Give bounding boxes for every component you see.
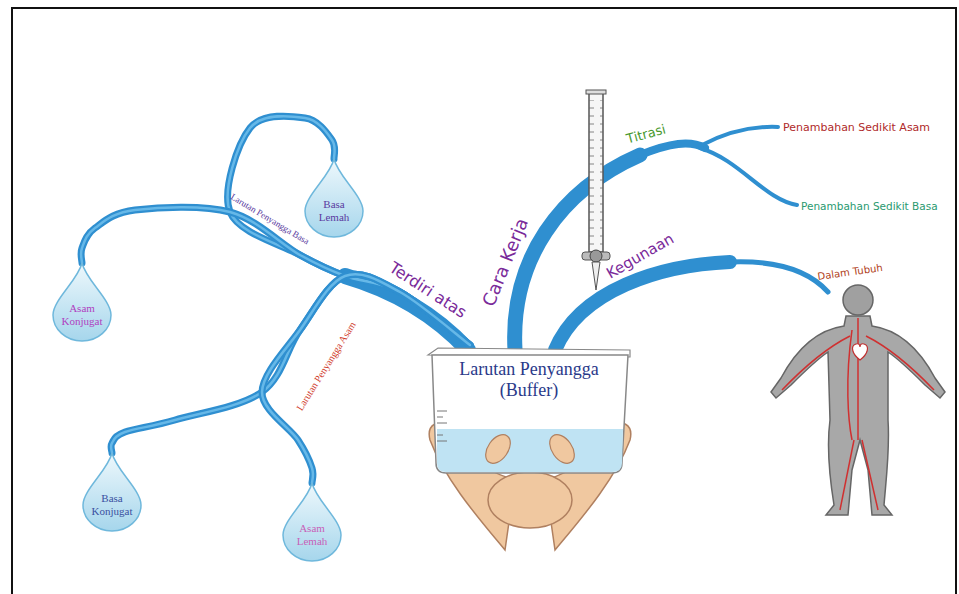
beaker-node: Larutan Penyangga (Buffer) (422, 345, 636, 475)
leaf-label: Dalam Tubuh (817, 262, 884, 282)
branch-label: Titrasi (625, 122, 667, 147)
node-text: Basa Lemah (308, 158, 360, 223)
leaf-label: Penambahan Sedikit Basa (801, 200, 938, 212)
droplet-node: Basa Lemah (303, 158, 365, 238)
leaf-label: Penambahan Sedikit Asam (783, 121, 930, 134)
node-text: Asam Lemah (286, 482, 338, 547)
droplet-node: Basa Konjugat (81, 452, 143, 532)
node-text: Larutan Penyangga (Buffer) (441, 345, 617, 400)
hands (429, 423, 630, 550)
droplet-node: Asam Konjugat (51, 262, 113, 342)
branch-kegunaan (555, 262, 828, 350)
burette (582, 90, 610, 290)
branch-label: Larutan Penyangga Asam (294, 320, 358, 413)
branch-cara-kerja (515, 127, 797, 350)
node-text: Asam Konjugat (56, 262, 108, 327)
frame (12, 8, 956, 594)
node-text: Basa Konjugat (86, 452, 138, 517)
droplet-node: Asam Lemah (281, 482, 343, 562)
human-body (771, 285, 945, 515)
